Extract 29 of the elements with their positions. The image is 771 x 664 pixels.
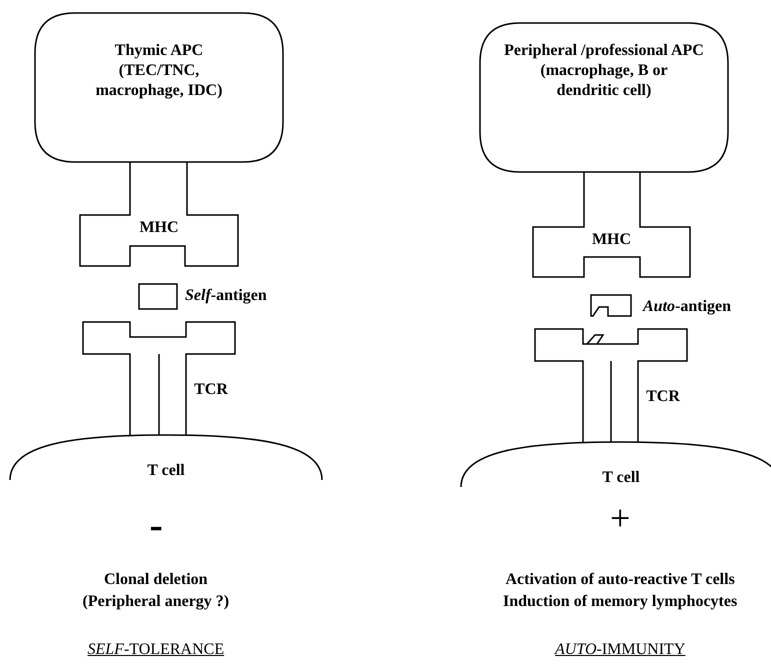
mhc-label: MHC: [590, 230, 632, 250]
cell-title: Peripheral /professional APC: [503, 41, 705, 61]
antigen-shape: [139, 284, 177, 309]
antigen-label: Auto-antigen: [643, 297, 732, 317]
inhibition-sign: -: [150, 505, 163, 545]
tcr-label: TCR: [645, 387, 681, 407]
activation-sign: +: [610, 500, 630, 536]
t-cell-label: T cell: [601, 468, 641, 488]
apc-box: [480, 23, 728, 172]
cell-types-text: (macrophage, B or dendritic cell): [539, 61, 669, 101]
antigen-label: Self-antigen: [185, 286, 267, 306]
outcome-text: Induction of memory lymphocytes: [503, 592, 738, 612]
t-cell-label: T cell: [146, 461, 186, 481]
antigen-shape: [591, 295, 631, 316]
cell-types-text: (TEC/TNC, macrophage, IDC): [94, 61, 224, 101]
t-cell-membrane: [461, 442, 771, 490]
mhc-molecule: [80, 162, 238, 266]
mhc-label: MHC: [138, 218, 180, 238]
apc-box: [35, 13, 283, 162]
tcr-receptor: [83, 322, 235, 435]
tcr-receptor: [535, 329, 687, 442]
outcome-heading: AUTO-IMMUNITY: [555, 640, 686, 660]
outcome-text: Clonal deletion: [104, 570, 208, 590]
mhc-molecule: [533, 172, 690, 277]
tcr-label: TCR: [193, 380, 229, 400]
outcome-text: (Peripheral anergy ?): [82, 592, 230, 612]
outcome-text: Activation of auto-reactive T cells: [506, 570, 735, 590]
outcome-heading: SELF-TOLERANCE: [88, 640, 224, 660]
cell-title: Thymic APC: [114, 41, 204, 61]
